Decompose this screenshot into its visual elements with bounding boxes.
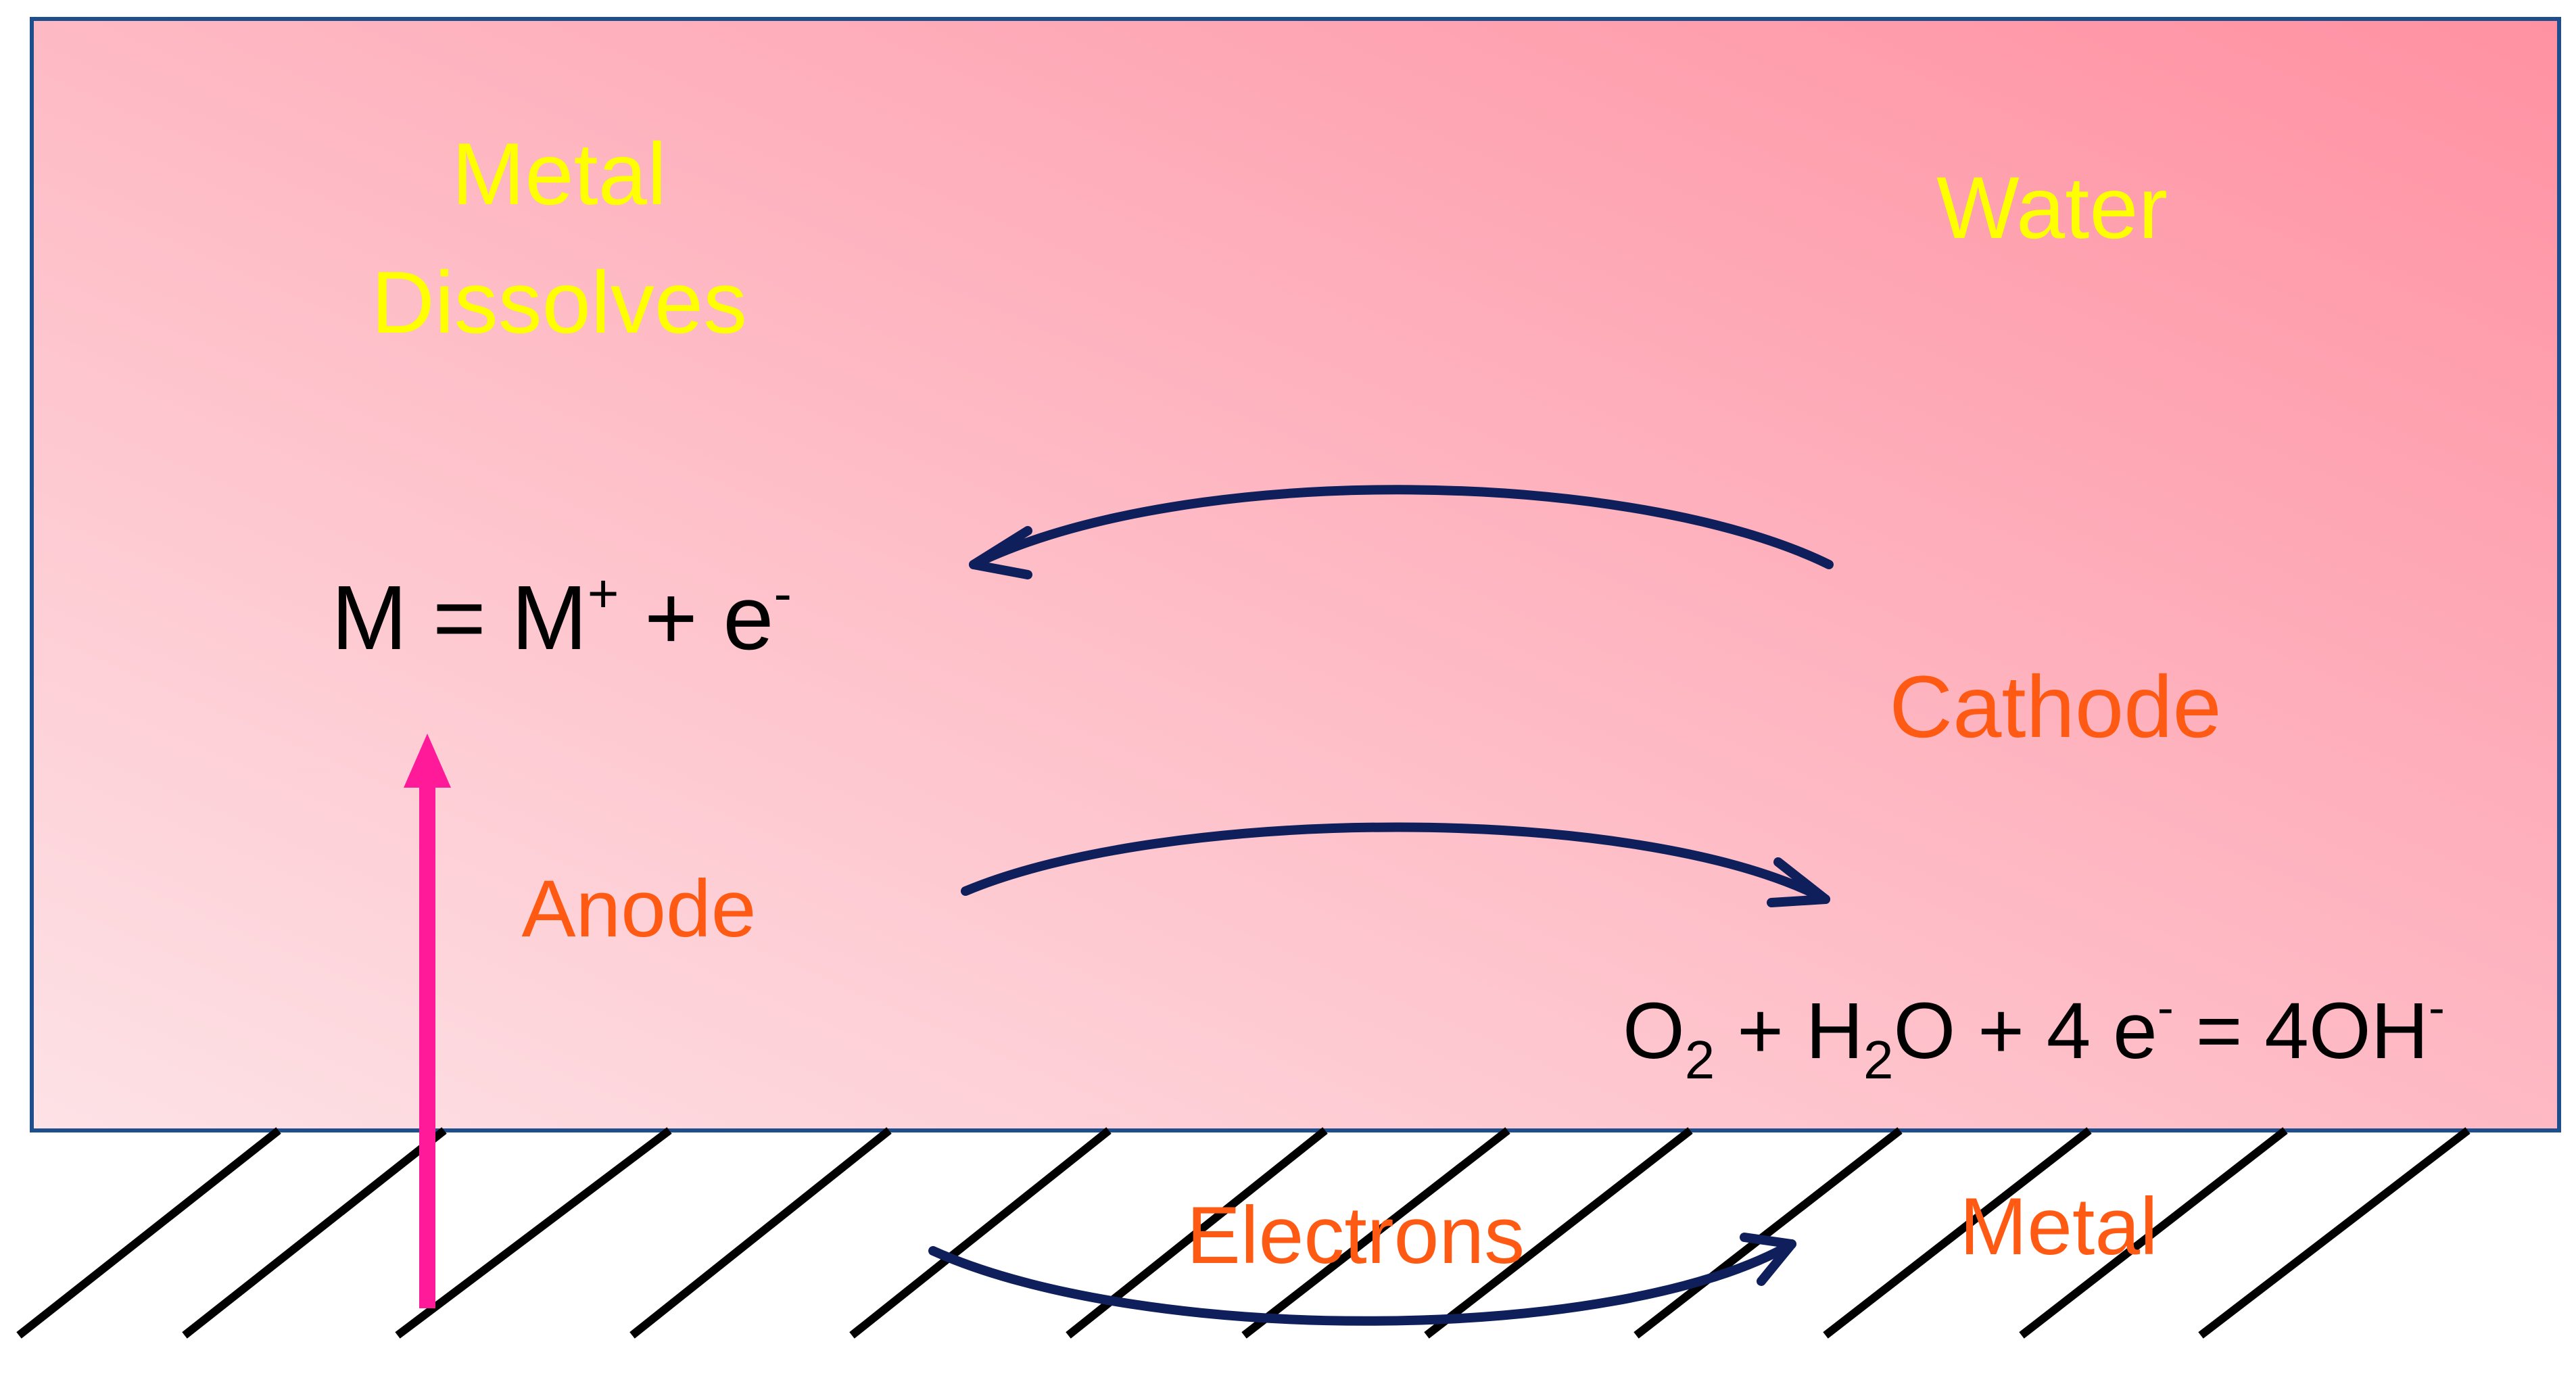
label-metal-dissolves-line2: Dissolves: [371, 253, 747, 352]
label-cathode: Cathode: [1889, 657, 2222, 756]
arrow-up-icon: [404, 734, 451, 1308]
hatch-line: [1424, 1127, 1693, 1339]
label-electrons: Electrons: [1187, 1190, 1525, 1281]
hatch-line: [2019, 1127, 2288, 1339]
label-anode: Anode: [522, 863, 757, 954]
hatch-line: [1633, 1127, 1903, 1339]
hatch-line: [629, 1127, 892, 1339]
hatch-line: [182, 1127, 447, 1339]
cathode-equation: O2 + H2O + 4 e- = 4OH-: [1623, 981, 2445, 1090]
hatch-line: [395, 1127, 672, 1339]
hatch-line: [849, 1127, 1112, 1339]
anode-equation: M = M+ + e-: [331, 563, 792, 669]
label-water: Water: [1936, 158, 2168, 257]
label-metal-dissolves-line1: Metal: [452, 124, 667, 223]
curved-arrow-left-icon: [969, 485, 1834, 579]
hatch-line: [1241, 1127, 1510, 1339]
electrons-arrow-icon: [928, 1233, 1796, 1326]
hatch-line: [16, 1127, 281, 1339]
label-metal: Metal: [1959, 1181, 2157, 1272]
metal-hatching: [16, 1127, 2471, 1339]
curved-arrow-right-icon: [961, 822, 1830, 907]
water-region: [30, 17, 2561, 1132]
hatch-line: [1823, 1127, 2092, 1339]
hatch-line: [2198, 1127, 2471, 1339]
